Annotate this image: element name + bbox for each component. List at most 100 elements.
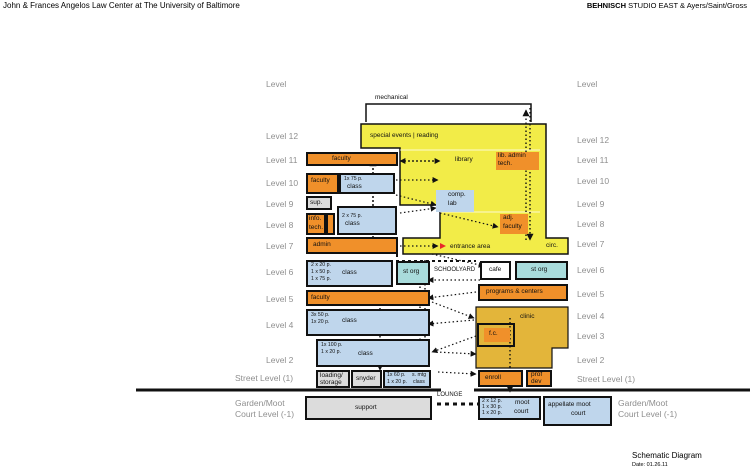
class-8-capacity: 2 x 75 p. [342,213,362,219]
level-label-left-11: Level 11 [266,155,298,165]
dev-label: dev [531,378,542,385]
level-label-left-garden: Garden/Moot [235,398,285,408]
moot-capacity-2: 1 x 30 p. [482,404,502,410]
architect-partners: STUDIO EAST & Ayers/Saint/Gross [625,1,747,10]
level-label-right-2: Level 2 [577,355,605,365]
faculty-10-label: faculty [311,177,330,184]
info-tech-box: info. tech. [306,213,326,235]
level-label-right-8: Level 8 [577,219,605,229]
class-2-label: class [358,350,373,357]
clinic-area-shape [475,306,569,369]
level-label-left-10: Level 10 [266,178,299,188]
adj-label: adj. [503,214,514,221]
level-label-left-7: Level 7 [266,241,294,251]
level-label-left-12: Level 12 [266,131,299,141]
fc-label: f.c. [489,330,498,337]
prof-dev-box: prof dev [526,370,552,387]
adj-faculty-box: adj. faculty [500,214,528,234]
faculty-11-label: faculty [332,155,351,162]
level-label-right-5: Level 5 [577,289,605,299]
class-level-4: 3x 50 p. 1x 20 p. class [306,309,430,336]
architect-name: BEHNISCH [586,1,626,10]
class-8-label: class [345,220,360,227]
diagram-date: Date: 01.26.11 [632,462,668,468]
level-label-left-9: Level 9 [266,199,294,209]
class-10-capacity: 1x 75 p. [344,176,363,182]
smtg-class-label: class [413,379,425,385]
support-label: support [355,404,377,411]
class-10-label: class [347,183,362,190]
level-label-right-garden: Garden/Moot [618,398,668,408]
flow-arrow [431,301,475,319]
level-label-left-6: Level 6 [266,267,294,277]
appellate-moot-court-box: appellate moot court [543,396,612,426]
appellate-label: appellate moot [548,401,591,408]
support-level-9: sup. [306,196,332,210]
level-label-left-court: Court Level (-1) [235,409,295,419]
level-label-right-street: Street Level (1) [577,374,636,384]
class-level-6: 2 x 20 p. 1 x 50 p. 1 x 75 p. class [306,260,393,287]
comp-label: comp. [448,191,466,198]
class-4-capacity-1: 3x 50 p. [311,312,330,318]
moot-capacity-1: 2 x 12 p. [482,398,502,404]
class-6-capacity-3: 1 x 75 p. [311,276,331,282]
schoolyard-label: SCHOOLYARD [434,267,476,273]
sup-label: sup. [310,199,323,206]
class-6-label: class [342,269,357,276]
lib-tech-label: tech. [498,160,513,167]
info-tech-label: tech. [309,224,324,231]
info-label: info. [309,215,322,222]
level-label-left-5: Level 5 [266,294,294,304]
loading-label: loading/ [320,372,343,379]
flow-arrow [431,253,485,268]
entrance-marker [440,243,446,249]
student-org-b: st org [515,261,568,280]
flow-arrow [427,291,477,301]
faculty-level-11: faculty [306,152,398,166]
level-label-right-12: Level 12 [577,135,610,145]
level-label-right-7: Level 7 [577,239,605,249]
level-label-left-8: Level 8 [266,220,294,230]
support-box: support [305,396,432,420]
flow-arrow [399,205,437,214]
lab-label: lab [448,200,457,207]
adj-faculty-label: faculty [503,223,522,230]
flow-arrow [435,350,477,357]
smtg-capacity-2: 1 x 20 p. [387,379,407,385]
cafe-label: cafe [489,266,502,273]
flow-arrow [431,335,477,353]
class-2-capacity-2: 1 x 20 p. [321,349,341,355]
class-4-capacity-2: 1x 20 p. [311,319,330,325]
level-label-right-6: Level 6 [577,265,605,275]
class-2-capacity-1: 1x 100 p. [321,342,343,348]
st-org-b-label: st org [531,266,548,273]
moot-capacity-3: 1 x 20 p. [482,410,502,416]
level-label-right-court: Court Level (-1) [618,409,678,419]
level-label-right-top: Level [577,79,598,89]
faculty-level-10: faculty [306,173,339,194]
cafe-box: cafe [480,261,511,280]
level-label-left-2: Level 2 [266,355,294,365]
flow-arrow [437,370,477,377]
lounge-label: LOUNGE [437,392,463,398]
class-6-capacity-2: 1 x 50 p. [311,269,331,275]
smtg-label: s. mtg [412,372,427,378]
level-label-right-11: Level 11 [577,155,609,165]
class-level-2: 1x 100 p. 1 x 20 p. class [316,339,430,367]
class-6-capacity-1: 2 x 20 p. [311,262,331,268]
special-events-label: special events | reading [370,132,439,139]
smtg-capacity-1: 1x 60 p. [387,372,406,378]
mechanical-label: mechanical [375,94,408,101]
faculty-5-label: faculty [311,294,330,301]
class-4-label: class [342,317,357,324]
flow-arrow [427,319,475,327]
fc-box: f.c. [484,328,510,342]
loading-storage-box: loading/ storage [316,370,350,388]
admin-level-7: admin [306,237,398,254]
lib-admin-box: lib. admin tech. [496,152,539,170]
level-label-left-top: Level [266,79,287,89]
project-title: John & Frances Angelos Law Center at The… [3,1,240,10]
enroll-label: enroll [485,374,501,381]
faculty-level-5: faculty [306,290,430,306]
class-level-8: 2 x 75 p. class [337,206,397,235]
